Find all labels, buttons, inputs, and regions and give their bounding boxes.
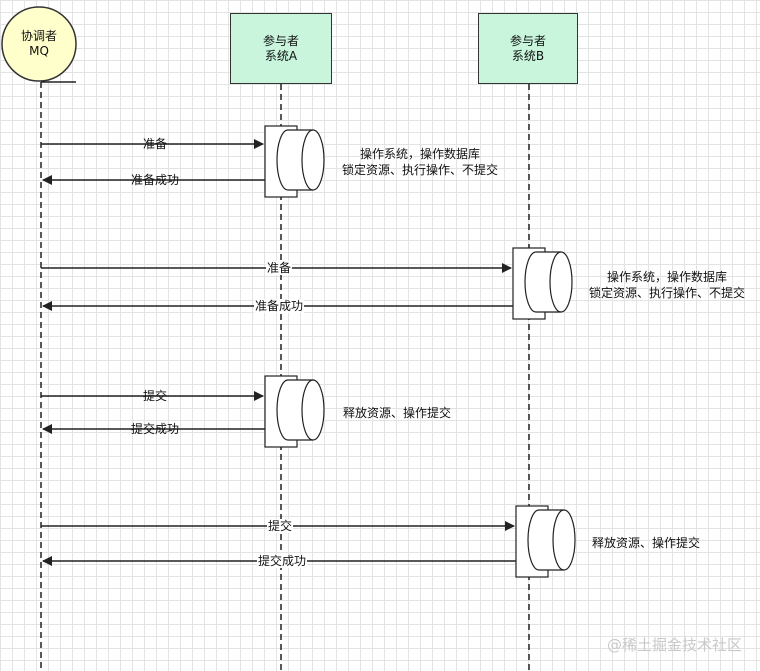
note-a-commit-line1: 释放资源、操作提交 [342,406,452,420]
msg-label-prepare-a: 准备 [142,137,168,151]
note-b-commit: 释放资源、操作提交 [592,535,700,551]
note-a-prepare-line2: 锁定资源、执行操作、不提交 [341,163,499,177]
coordinator-title: 协调者 [20,29,57,43]
note-a-prepare-line1: 操作系统，操作数据库 [359,147,481,161]
coordinator-circle [1,6,77,82]
activation-b-commit [515,505,576,578]
activation-b-prepare [512,247,573,320]
activation-a-prepare [264,125,325,198]
participant-a-title: 参与者 [262,33,299,48]
msg-label-prepare-a-ok: 准备成功 [130,173,180,187]
note-b-prepare-line2: 锁定资源、执行操作、不提交 [588,286,746,300]
note-a-commit: 释放资源、操作提交 [343,405,451,421]
msg-label-commit-a-ok: 提交成功 [130,422,180,436]
msg-label-commit-b-ok: 提交成功 [256,554,308,568]
msg-label-commit-b: 提交 [266,519,294,533]
activation-a-commit [264,375,325,448]
participant-a-subtitle: 系统A [264,48,298,63]
participant-b-title: 参与者 [509,33,546,48]
note-b-prepare-line1: 操作系统，操作数据库 [606,270,728,284]
note-b-commit-line1: 释放资源、操作提交 [591,536,701,550]
watermark: @稀土掘金技术社区 [606,636,742,654]
coordinator-actor: 协调者 MQ [2,7,76,81]
msg-label-commit-a: 提交 [142,389,168,403]
participant-a-box: 参与者 系统A [230,13,332,84]
note-b-prepare: 操作系统，操作数据库 锁定资源、执行操作、不提交 [589,269,745,301]
msg-label-prepare-b: 准备 [265,261,293,275]
participant-b-box: 参与者 系统B [478,13,578,84]
coordinator-subtitle: MQ [29,44,49,58]
note-a-prepare: 操作系统，操作数据库 锁定资源、执行操作、不提交 [342,146,498,178]
msg-label-prepare-b-ok: 准备成功 [253,299,305,313]
participant-b-subtitle: 系统B [511,48,545,63]
